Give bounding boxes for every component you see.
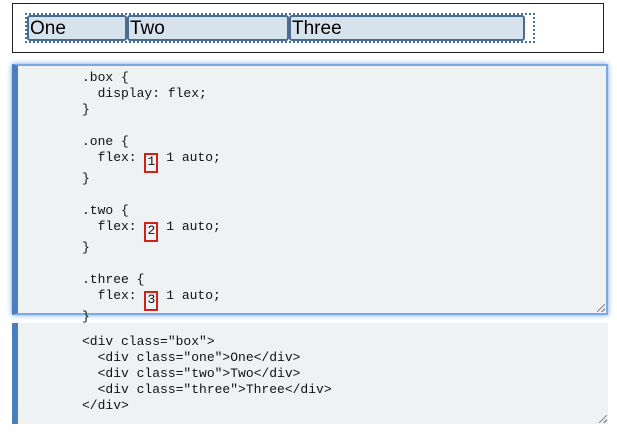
output-preview: One Two Three — [12, 3, 604, 53]
flex-grow-three-value[interactable]: 3 — [144, 291, 159, 311]
code-line: <div class="one">One</div> — [82, 350, 301, 365]
code-line: <div class="three">Three</div> — [82, 382, 332, 397]
code-line: .one { — [82, 134, 129, 149]
resize-grip-icon[interactable] — [599, 415, 607, 423]
code-line: .box { — [82, 70, 129, 85]
code-line: } — [82, 309, 90, 324]
code-line: flex: — [82, 219, 145, 234]
css-editor[interactable]: .box { display: flex; } .one { flex: 1 1… — [12, 64, 608, 324]
code-line: } — [82, 102, 90, 117]
html-code[interactable]: <div class="box"> <div class="one">One</… — [82, 334, 332, 414]
html-editor[interactable]: <div class="box"> <div class="one">One</… — [12, 323, 608, 424]
code-line: </div> — [82, 398, 129, 413]
flex-container: One Two Three — [25, 13, 535, 43]
code-line: <div class="two">Two</div> — [82, 366, 301, 381]
flex-grow-two-value[interactable]: 2 — [144, 222, 159, 242]
flex-item-three: Three — [289, 15, 525, 41]
code-fragment: 1 auto; — [158, 288, 221, 303]
css-code[interactable]: .box { display: flex; } .one { flex: 1 1… — [82, 70, 221, 325]
code-line: .two { — [82, 203, 129, 218]
code-fragment: 1 auto; — [158, 219, 221, 234]
code-line: <div class="box"> — [82, 334, 215, 349]
code-line: flex: — [82, 288, 145, 303]
flex-item-one: One — [27, 15, 127, 41]
code-fragment: 1 auto; — [158, 150, 221, 165]
code-line: display: flex; — [82, 86, 207, 101]
code-line: .three { — [82, 272, 145, 287]
flex-grow-one-value[interactable]: 1 — [144, 153, 159, 173]
code-line: } — [82, 171, 90, 186]
resize-grip-icon[interactable] — [597, 304, 605, 312]
code-line: flex: — [82, 150, 145, 165]
code-line: } — [82, 240, 90, 255]
flex-item-two: Two — [127, 15, 289, 41]
